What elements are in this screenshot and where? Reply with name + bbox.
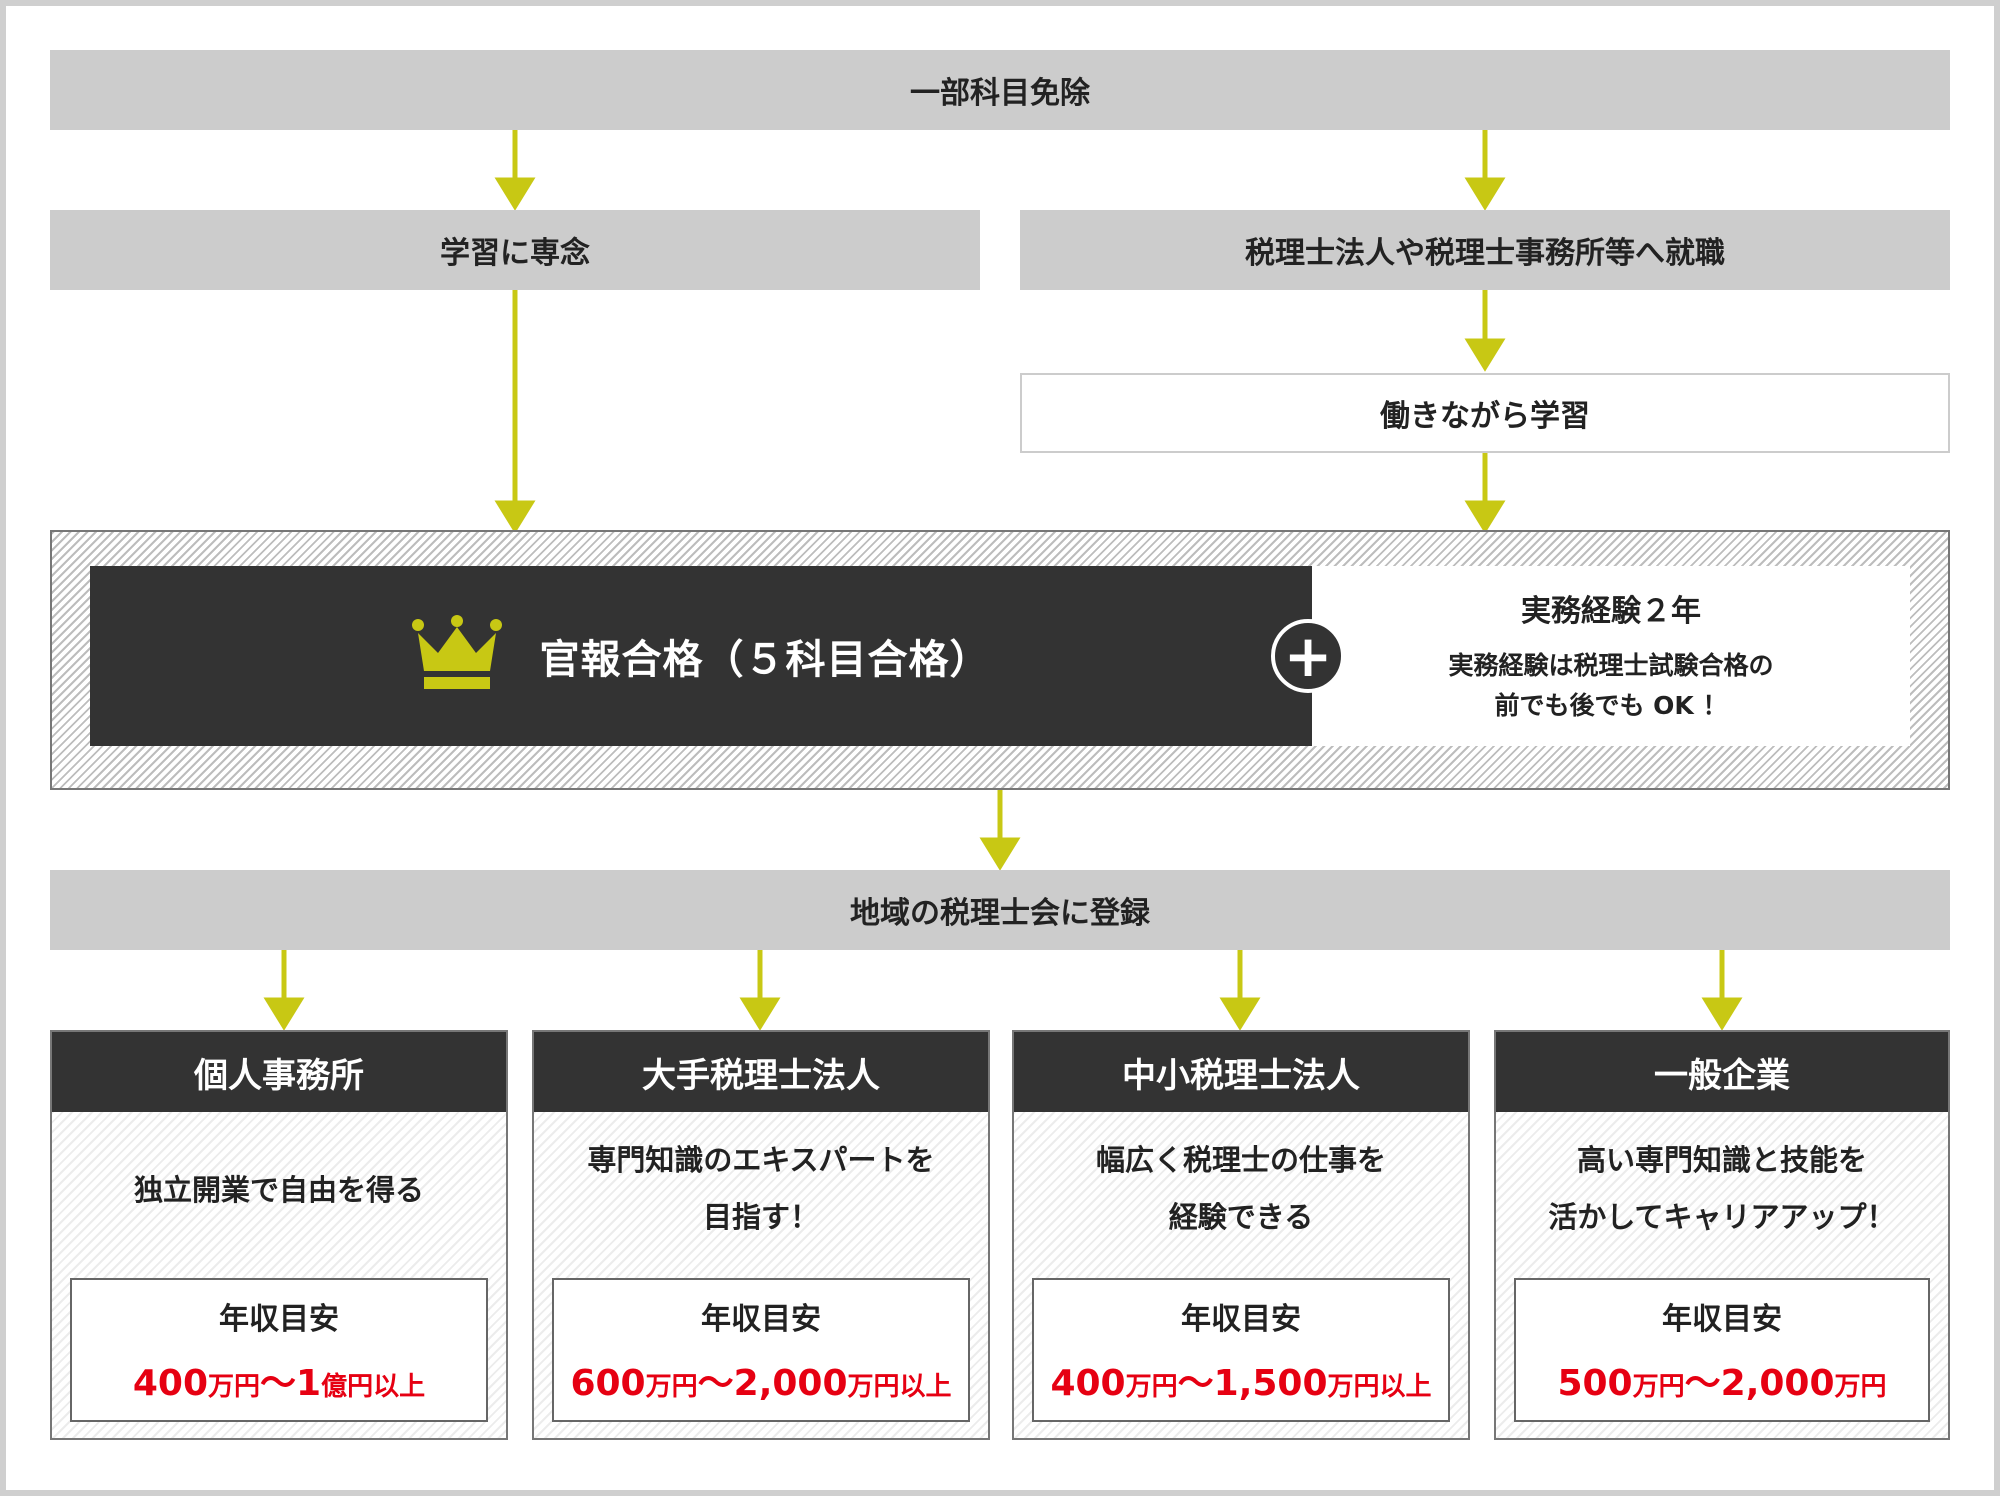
study-label: 学習に専念: [440, 236, 590, 271]
arrow-exempt-to-study: [494, 130, 536, 211]
salary-label: 年収目安: [1181, 1302, 1301, 1337]
arrow-register-to-career-3: [1219, 950, 1261, 1031]
career-desc-line-2: 活かしてキャリアアップ！: [1548, 1200, 1896, 1234]
salary-label: 年収目安: [1662, 1302, 1782, 1337]
salary-label: 年収目安: [219, 1302, 339, 1337]
arrow-register-to-career-2: [739, 950, 781, 1031]
career-title: 中小税理士法人: [1014, 1032, 1468, 1112]
arrow-exempt-to-employ: [1464, 130, 1506, 211]
salary-range: 400万円〜1,500万円以上: [1050, 1363, 1432, 1404]
experience-note-2: 前でも後でも OK ！: [1494, 691, 1728, 720]
employ-label: 税理士法人や税理士事務所等へ就職: [1245, 236, 1725, 271]
career-title: 大手税理士法人: [534, 1032, 988, 1112]
experience-title: 実務経験２年: [1521, 594, 1701, 629]
career-card-4: 一般企業 高い専門知識と技能を 活かしてキャリアアップ！ 年収目安 500万円〜…: [1494, 1030, 1950, 1440]
salary-box: 年収目安 400万円〜1,500万円以上: [1032, 1278, 1450, 1422]
salary-box: 年収目安 500万円〜2,000万円: [1514, 1278, 1930, 1422]
career-desc-line-1: 幅広く税理士の仕事を: [1095, 1143, 1386, 1177]
exempt-label: 一部科目免除: [910, 76, 1090, 111]
career-desc-line-2: 目指す！: [702, 1200, 819, 1234]
salary-range: 600万円〜2,000万円以上: [570, 1363, 952, 1404]
arrow-workstudy-to-pass: [1464, 453, 1506, 534]
salary-range: 400万円〜1億円以上: [132, 1363, 426, 1404]
career-title: 一般企業: [1496, 1032, 1948, 1112]
career-title: 個人事務所: [52, 1032, 506, 1112]
salary-box: 年収目安 400万円〜1億円以上: [70, 1278, 488, 1422]
study-bar: 学習に専念: [50, 210, 980, 290]
arrow-register-to-career-1: [263, 950, 305, 1031]
arrow-employ-to-workstudy: [1464, 290, 1506, 372]
pass-panel: 官報合格（５科目合格）: [90, 566, 1312, 746]
career-card-3: 中小税理士法人 幅広く税理士の仕事を 経験できる 年収目安 400万円〜1,50…: [1012, 1030, 1470, 1440]
pass-label: 官報合格（５科目合格）: [539, 637, 991, 683]
plus-icon: +: [1271, 619, 1345, 693]
career-card-1: 個人事務所 独立開業で自由を得る 年収目安 400万円〜1億円以上: [50, 1030, 508, 1440]
arrow-study-to-pass: [494, 290, 536, 534]
career-card-2: 大手税理士法人 専門知識のエキスパートを 目指す！ 年収目安 600万円〜2,0…: [532, 1030, 990, 1440]
career-desc-line-2: 経験できる: [1168, 1200, 1314, 1234]
employ-bar: 税理士法人や税理士事務所等へ就職: [1020, 210, 1950, 290]
salary-label: 年収目安: [701, 1302, 821, 1337]
arrow-pass-to-register: [979, 790, 1021, 871]
crown-icon: [411, 615, 502, 697]
work-study-label: 働きながら学習: [1380, 399, 1590, 434]
work-study-bar: 働きながら学習: [1020, 373, 1950, 453]
career-desc-line-1: 独立開業で自由を得る: [133, 1173, 424, 1207]
career-desc-line-1: 専門知識のエキスパートを: [587, 1143, 935, 1177]
register-label: 地域の税理士会に登録: [850, 896, 1150, 931]
arrow-register-to-career-4: [1701, 950, 1743, 1031]
register-bar: 地域の税理士会に登録: [50, 870, 1950, 950]
salary-box: 年収目安 600万円〜2,000万円以上: [552, 1278, 970, 1422]
experience-panel: 実務経験２年 実務経験は税理士試験合格の 前でも後でも OK ！: [1312, 566, 1910, 746]
career-desc-line-1: 高い専門知識と技能を: [1576, 1143, 1867, 1177]
salary-range: 500万円〜2,000万円: [1557, 1363, 1887, 1404]
exempt-bar: 一部科目免除: [50, 50, 1950, 130]
experience-note-1: 実務経験は税理士試験合格の: [1448, 651, 1774, 680]
